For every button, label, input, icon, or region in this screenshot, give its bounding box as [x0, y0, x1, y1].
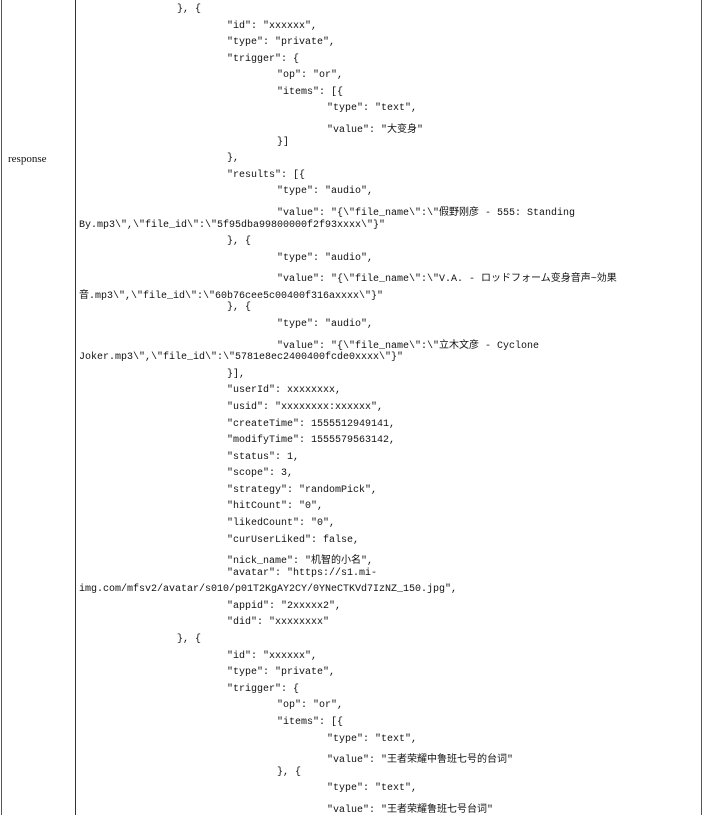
code-line: 音.mp3\",\"file_id\":\"60b76cee5c00400f31… — [79, 290, 384, 302]
code-line: "strategy": "randomPick", — [227, 484, 378, 496]
code-line: "id": "xxxxxx", — [227, 20, 318, 32]
code-line: "type": "text", — [327, 103, 418, 115]
code-line: "scope": 3, — [227, 468, 294, 480]
code-line: "trigger": { — [227, 53, 300, 65]
code-line: img.com/mfsv2/avatar/s010/p01T2KgAY2CY/0… — [79, 584, 458, 596]
column-divider — [75, 0, 76, 815]
code-line: "type": "text", — [327, 733, 418, 745]
code-line: }] — [277, 136, 290, 148]
code-line: "value": "{\"file_name\":\"立木文彦 - Cyclon… — [277, 340, 540, 352]
code-line: "modifyTime": 1555579563142, — [227, 435, 396, 447]
code-line: }, { — [177, 634, 202, 646]
code-line: "createTime": 1555512949141, — [227, 418, 396, 430]
code-line: "value": "{\"file_name\":\"V.A. - ロッドフォー… — [277, 274, 617, 286]
code-line: "appid": "2xxxxx2", — [227, 600, 342, 612]
code-line: "results": [{ — [227, 169, 306, 181]
code-line: }, { — [277, 766, 302, 778]
code-line: "did": "xxxxxxxx" — [227, 617, 330, 629]
code-line: }, { — [227, 302, 252, 314]
code-line: "id": "xxxxxx", — [227, 650, 318, 662]
code-line: "value": "王者荣耀鲁班七号台词" — [327, 804, 494, 816]
code-line: "value": "{\"file_name\":\"假野刚彦 - 555: S… — [277, 207, 576, 219]
code-line: }, — [227, 153, 240, 165]
code-line: "type": "audio", — [277, 252, 374, 264]
code-line: "type": "text", — [327, 783, 418, 795]
code-line: "items": [{ — [277, 86, 344, 98]
code-line: "likedCount": "0", — [227, 517, 336, 529]
code-line: "op": "or", — [277, 700, 344, 712]
code-line: "hitCount": "0", — [227, 501, 324, 513]
code-line: "type": "audio", — [277, 186, 374, 198]
code-line: "nick_name": "机智的小名", — [227, 556, 374, 568]
code-line: }, { — [177, 4, 202, 15]
code-line: "curUserLiked": false, — [227, 534, 360, 546]
code-line: By.mp3\",\"file_id\":\"5f95dba99800000f2… — [79, 219, 386, 231]
row-label-response: response — [8, 153, 47, 165]
code-line: "type": "private", — [227, 667, 336, 679]
code-line: "avatar": "https://s1.mi- — [227, 567, 378, 579]
code-line: Joker.mp3\",\"file_id\":\"5781e8ec240040… — [79, 352, 404, 364]
code-line: "value": "大变身" — [327, 125, 424, 137]
code-line: "items": [{ — [277, 716, 344, 728]
code-line: "trigger": { — [227, 683, 300, 695]
code-line: "status": 1, — [227, 451, 300, 463]
code-line: "userId": xxxxxxxx, — [227, 385, 342, 397]
code-line: "op": "or", — [277, 70, 344, 82]
code-line: "usid": "xxxxxxxx:xxxxxx", — [227, 401, 384, 413]
code-line: "type": "private", — [227, 37, 336, 49]
code-line: }], — [227, 368, 246, 380]
code-line: "type": "audio", — [277, 319, 374, 331]
code-line: "value": "王者荣耀中鲁班七号的台词" — [327, 755, 514, 767]
code-line: }, { — [227, 236, 252, 248]
